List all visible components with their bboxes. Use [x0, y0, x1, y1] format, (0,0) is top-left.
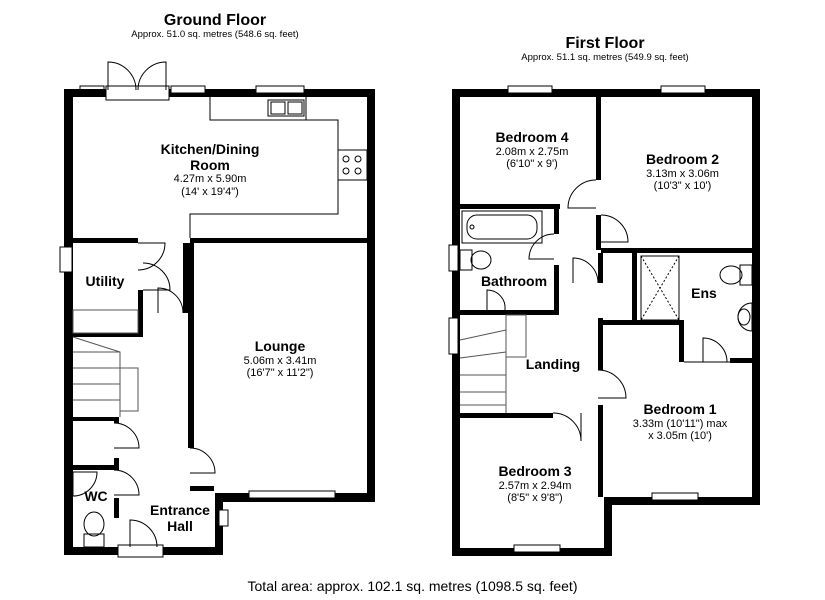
bathroom-fixtures: [459, 210, 543, 311]
kitchen-worktop: [189, 97, 368, 238]
bedroom2-dim-metric: 3.13m x 3.06m: [646, 167, 719, 180]
wc-name: WC: [84, 488, 108, 504]
bedroom4-name: Bedroom 4: [495, 129, 569, 145]
kitchen-name-line2: Room: [190, 156, 230, 173]
ground-floor-interior-walls: [73, 238, 367, 518]
kitchen-label: Kitchen/Dining Room 4.27m x 5.90m (14' x…: [130, 141, 290, 198]
entrance-hall-name-line2: Hall: [167, 517, 193, 534]
lounge-label: Lounge 5.06m x 3.41m (16'7" x 11'2"): [210, 338, 350, 379]
ensuite-label: Ens: [682, 285, 726, 302]
bedroom4-dim-metric: 2.08m x 2.75m: [495, 145, 569, 158]
first-floor-stairs: [459, 314, 527, 413]
first-floor-heading: First Floor Approx. 51.1 sq. metres (549…: [500, 35, 710, 64]
first-floor-doors: [528, 179, 730, 442]
bedroom1-dim-line1: 3.33m (10'11") max: [632, 417, 728, 430]
bedroom3-dim-metric: 2.57m x 2.94m: [498, 479, 572, 492]
ground-floor-plan: [59, 61, 375, 558]
kitchen-french-doors: [79, 61, 167, 91]
kitchen-name-line1: Kitchen/Dining: [160, 141, 260, 157]
ensuite-fixtures: [640, 255, 753, 332]
bedroom3-dim-imperial: (8'5" x 9'8"): [507, 491, 563, 504]
wc-label: WC: [74, 488, 118, 505]
landing-name: Landing: [525, 356, 581, 372]
landing-label: Landing: [515, 356, 591, 373]
wc-fixtures: [72, 471, 105, 548]
total-area: Total area: approx. 102.1 sq. metres (10…: [247, 578, 578, 594]
utility-name: Utility: [85, 273, 125, 289]
ground-floor-stairs: [72, 309, 139, 417]
ground-floor-windows: [59, 85, 336, 558]
ground-floor-heading: Ground Floor Approx. 51.0 sq. metres (54…: [110, 12, 320, 41]
ensuite-name: Ens: [691, 285, 717, 301]
entrance-hall-name-line1: Entrance: [150, 502, 210, 518]
bedroom1-name: Bedroom 1: [643, 401, 717, 417]
bedroom2-label: Bedroom 2 3.13m x 3.06m (10'3" x 10'): [615, 151, 750, 192]
ground-floor-title: Ground Floor: [163, 12, 267, 29]
kitchen-dim-imperial: (14' x 19'4"): [181, 185, 239, 198]
kitchen-dim-metric: 4.27m x 5.90m: [173, 173, 247, 186]
ground-floor-doors: [113, 242, 216, 548]
utility-label: Utility: [74, 273, 136, 290]
entrance-hall-label: Entrance Hall: [140, 502, 220, 534]
lounge-dim-imperial: (16'7" x 11'2"): [246, 366, 314, 379]
bedroom3-label: Bedroom 3 2.57m x 2.94m (8'5" x 9'8"): [470, 463, 600, 504]
first-floor-title: First Floor: [565, 35, 645, 52]
first-floor-windows: [448, 85, 706, 553]
ground-floor-area: Approx. 51.0 sq. metres (548.6 sq. feet): [131, 28, 299, 40]
bedroom2-dim-imperial: (10'3" x 10'): [653, 179, 712, 192]
bathroom-name: Bathroom: [480, 273, 548, 289]
bedroom1-dim-line2: x 3.05m (10'): [648, 429, 712, 442]
first-floor-interior-walls: [460, 97, 752, 497]
bedroom2-name: Bedroom 2: [645, 151, 720, 167]
bedroom4-dim-imperial: (6'10" x 9'): [506, 157, 558, 170]
bedroom4-label: Bedroom 4 2.08m x 2.75m (6'10" x 9'): [470, 129, 594, 170]
first-floor-area: Approx. 51.1 sq. metres (549.9 sq. feet): [521, 51, 689, 63]
lounge-name: Lounge: [254, 338, 306, 354]
first-floor-plan: [448, 85, 760, 556]
bathroom-label: Bathroom: [472, 273, 556, 290]
bedroom3-name: Bedroom 3: [498, 463, 572, 479]
bedroom1-label: Bedroom 1 3.33m (10'11") max x 3.05m (10…: [610, 401, 750, 442]
lounge-dim-metric: 5.06m x 3.41m: [243, 354, 317, 367]
